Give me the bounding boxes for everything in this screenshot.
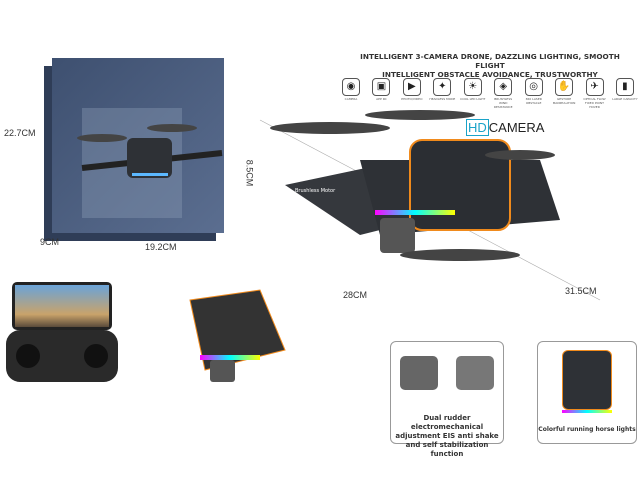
feature-item: ▶PHOTO/VIDEO [399, 78, 425, 109]
gimbal-camera-image [391, 356, 503, 396]
feature-label: GESTURE MANIPULATION [552, 97, 576, 105]
feature-label: COOL LED LIGHT [460, 97, 486, 101]
video-icon: ▶ [402, 78, 421, 96]
folded-drone-image [189, 289, 286, 382]
feature-label: 360 LASER OBSTACLE [525, 97, 542, 105]
camera-icon: ◉ [342, 78, 360, 96]
box-drone-image [77, 108, 223, 218]
hd-text: HD [466, 119, 489, 136]
gimbal-caption: Dual rudder electromechanical adjustment… [395, 414, 499, 458]
headline-line-1: INTELLIGENT 3-CAMERA DRONE, DAZZLING LIG… [360, 52, 620, 70]
brushless-icon: ◈ [494, 78, 513, 96]
drone-icon: ✈ [585, 78, 604, 96]
product-box [52, 58, 224, 233]
headless-icon: ✦ [433, 78, 452, 96]
feature-label: LARGE CAPACITY [612, 97, 638, 101]
main-drone-image: Brushless Motor [259, 110, 601, 301]
drone-height-label: 8.5CM [244, 159, 255, 187]
drone-length-label: 31.5CM [565, 286, 597, 296]
remote-controller [6, 330, 118, 382]
gimbal-panel: Dual rudder electromechanical adjustment… [390, 341, 504, 458]
app-icon: ▣ [372, 78, 391, 96]
drone-width-label: 28CM [343, 290, 368, 300]
phone-screen [15, 285, 109, 327]
box-height-label: 22.7CM [4, 128, 36, 138]
feature-item: ✈OPTICAL FLOW FIXED POINT HOVER [582, 78, 608, 109]
feature-item: ☀COOL LED LIGHT [460, 78, 486, 109]
feature-item: ▮LARGE CAPACITY [612, 78, 638, 109]
headline-line-2: INTELLIGENT OBSTACLE AVOIDANCE, TRUSTWOR… [382, 70, 598, 79]
feature-icons: ◉CAMERA▣APP RC▶PHOTO/VIDEO✦HEADLESS MODE… [338, 78, 638, 109]
feature-item: ▣APP RC [368, 78, 394, 109]
camera-text: CAMERA [488, 120, 545, 135]
laser-icon: ◎ [524, 78, 543, 96]
feature-label: PHOTO/VIDEO [401, 97, 423, 101]
lights-caption: Colorful running horse lights [538, 426, 636, 433]
lights-panel: Colorful running horse lights [537, 341, 637, 444]
gesture-icon: ✋ [555, 78, 574, 96]
lights-drone-image [562, 350, 612, 410]
feature-item: ✋GESTURE MANIPULATION [551, 78, 577, 109]
feature-label: HEADLESS MODE [429, 97, 456, 101]
feature-item: ◈BRUSHLESS WIND RESISTANCE [490, 78, 516, 109]
battery-icon: ▮ [615, 78, 634, 96]
box-width-label: 19.2CM [145, 242, 177, 252]
phone [12, 282, 112, 330]
box-depth-label: 9CM [40, 237, 60, 247]
headline: INTELLIGENT 3-CAMERA DRONE, DAZZLING LIG… [345, 52, 635, 79]
feature-label: BRUSHLESS WIND RESISTANCE [493, 97, 513, 109]
feature-label: APP RC [376, 97, 387, 101]
feature-item: ✦HEADLESS MODE [429, 78, 455, 109]
feature-item: ◉CAMERA [338, 78, 364, 109]
feature-item: ◎360 LASER OBSTACLE [521, 78, 547, 109]
feature-label: CAMERA [344, 97, 358, 101]
feature-label: OPTICAL FLOW FIXED POINT HOVER [583, 97, 606, 109]
arm-label: Brushless Motor [295, 188, 336, 194]
light-icon: ☀ [463, 78, 482, 96]
